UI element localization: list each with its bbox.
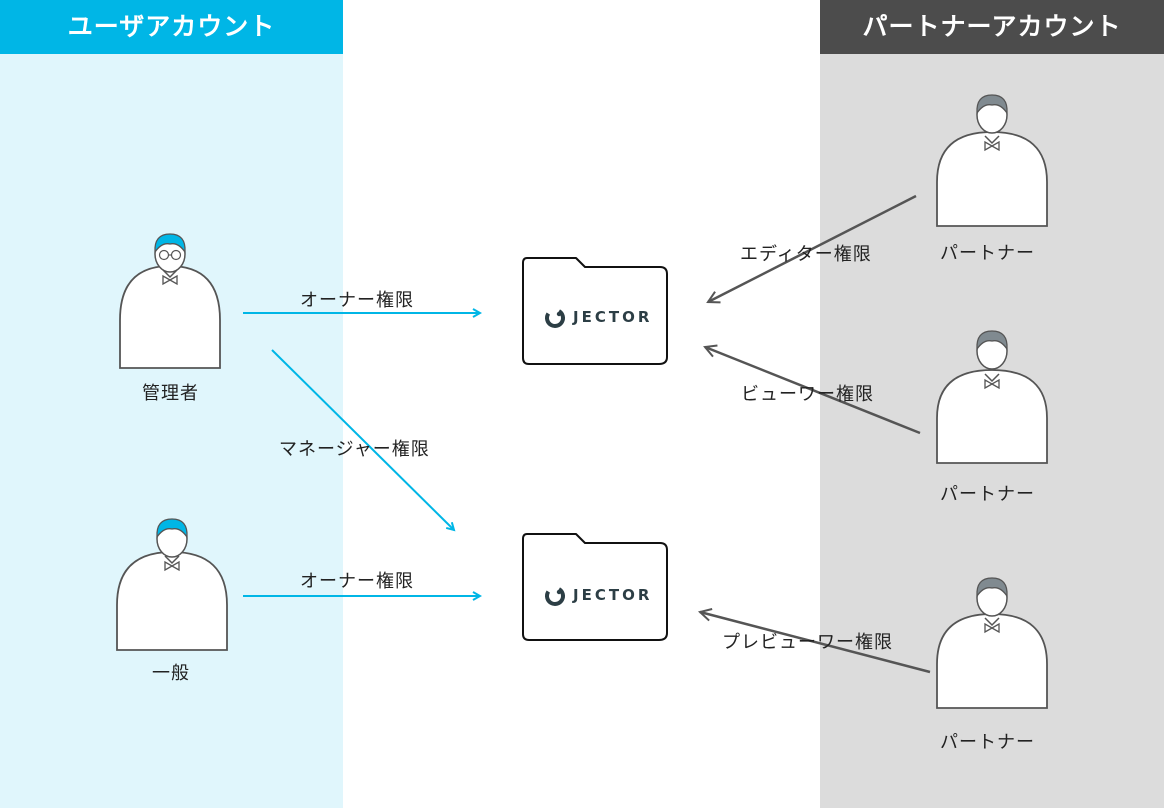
edge-label-admin-owner: オーナー権限 — [300, 290, 414, 311]
person-label-partner-2: パートナー — [940, 484, 1035, 505]
arrow-partner1-editor — [708, 194, 917, 302]
folder-1-brand: JECTOR — [573, 308, 653, 326]
edge-label-partner3-previewer: プレビューワー権限 — [722, 632, 893, 653]
arrow-partner2-viewer — [705, 347, 921, 435]
person-label-partner-3: パートナー — [940, 732, 1035, 753]
edge-label-partner2-viewer: ビューワー権限 — [741, 384, 874, 405]
person-icon — [936, 577, 1048, 709]
person-icon — [116, 518, 228, 651]
person-label-general: 一般 — [152, 663, 190, 684]
user-accounts-panel — [0, 0, 343, 808]
edge-label-partner1-editor: エディター権限 — [740, 244, 872, 265]
jector-logo-icon — [545, 308, 565, 329]
person-icon — [936, 94, 1048, 227]
person-icon — [119, 233, 221, 369]
arrow-admin-manager — [271, 349, 454, 530]
person-label-admin: 管理者 — [142, 383, 199, 404]
folder-icon — [522, 533, 668, 641]
edge-label-general-owner: オーナー権限 — [300, 571, 414, 592]
user-accounts-header: ユーザアカウント — [0, 0, 343, 54]
person-label-partner-1: パートナー — [940, 243, 1035, 264]
partner-accounts-header: パートナーアカウント — [820, 0, 1164, 54]
folder-2-brand: JECTOR — [573, 586, 653, 604]
folder-icon — [522, 257, 668, 365]
edge-label-admin-manager: マネージャー権限 — [279, 439, 430, 460]
arrow-partner3-previewer — [700, 612, 931, 674]
person-icon — [936, 330, 1048, 464]
